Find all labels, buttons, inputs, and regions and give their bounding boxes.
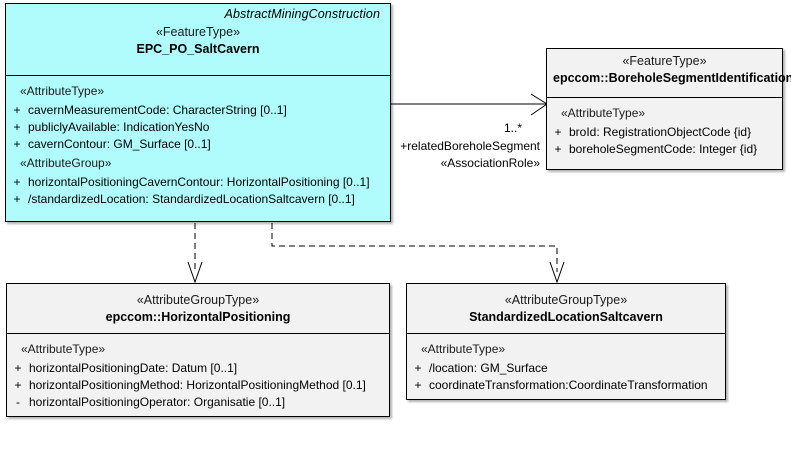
attributes-compartment-borehole-segment-identification: «AttributeType» + broId: RegistrationObj… [547, 98, 782, 164]
attribute-signature: horizontalPositioningCavernContour: Hori… [28, 175, 370, 189]
attribute-visibility: + [414, 361, 422, 375]
class-stereotype-label: «AttributeGroupType» [136, 293, 260, 307]
class-box-standardized-location-saltcavern[interactable]: «AttributeGroupType» StandardizedLocatio… [406, 283, 726, 400]
attribute-signature: /location: GM_Surface [429, 361, 548, 375]
association-multiplicity-borehole: 1..* [504, 121, 523, 135]
attribute-row: + boreholeSegmentCode: Integer {id} [547, 141, 782, 158]
attribute-signature: horizontalPositioningOperator: Organisat… [29, 395, 286, 409]
attribute-visibility: + [14, 378, 22, 392]
class-name-label: epccom::BoreholeSegmentIdentification [553, 71, 791, 85]
attribute-signature: coordinateTransformation:CoordinateTrans… [429, 378, 708, 392]
dependency-line-standardized-location [271, 223, 558, 272]
attribute-signature: horizontalPositioningMethod: HorizontalP… [29, 378, 366, 392]
association-role-label: +relatedBoreholeSegment [400, 139, 540, 153]
class-header-standardized-location-saltcavern: «AttributeGroupType» StandardizedLocatio… [407, 284, 725, 334]
attribute-group-stereotype: «AttributeType» [20, 84, 105, 98]
attributes-compartment-standardized-location-saltcavern: «AttributeType» + /location: GM_Surface … [407, 334, 725, 400]
class-stereotype-label: «FeatureType» [155, 25, 241, 39]
attribute-row: + /location: GM_Surface [407, 360, 725, 377]
attribute-signature: broId: RegistrationObjectCode {id} [569, 125, 752, 139]
attribute-signature: cavernMeasurementCode: CharacterString [… [28, 103, 287, 117]
class-header-horizontal-positioning: «AttributeGroupType» epccom::HorizontalP… [7, 284, 389, 334]
attribute-visibility: + [13, 103, 21, 117]
attribute-group-stereotype: «AttributeGroup» [20, 156, 112, 170]
dependency-arrowhead-standardized-location [549, 261, 565, 284]
class-box-horizontal-positioning[interactable]: «AttributeGroupType» epccom::HorizontalP… [6, 283, 390, 417]
attribute-row: + cavernContour: GM_Surface [0..1] [6, 136, 390, 153]
attribute-row: + /standardizedLocation: StandardizedLoc… [6, 191, 390, 208]
attribute-row: + publiclyAvailable: IndicationYesNo [6, 119, 390, 136]
attribute-row: + broId: RegistrationObjectCode {id} [547, 124, 782, 141]
attribute-group-stereotype: «AttributeType» [421, 342, 506, 356]
class-box-epc-po-saltcavern[interactable]: AbstractMiningConstruction «FeatureType»… [5, 3, 391, 222]
attribute-row: + horizontalPositioningMethod: Horizonta… [7, 377, 389, 394]
attribute-signature: /standardizedLocation: StandardizedLocat… [28, 192, 355, 206]
attribute-row: + horizontalPositioningDate: Datum [0..1… [7, 360, 389, 377]
class-header-borehole-segment-identification: «FeatureType» epccom::BoreholeSegmentIde… [547, 49, 791, 98]
dependency-arrowhead-horizontal-positioning [187, 261, 203, 284]
attribute-row: + cavernMeasurementCode: CharacterString… [6, 102, 390, 119]
attribute-visibility: + [13, 137, 21, 151]
attribute-row: + horizontalPositioningCavernContour: Ho… [6, 174, 390, 191]
attribute-visibility: + [554, 125, 562, 139]
attribute-row: - horizontalPositioningOperator: Organis… [7, 394, 389, 411]
class-stereotype-label: «FeatureType» [622, 54, 707, 68]
attribute-signature: cavernContour: GM_Surface [0..1] [28, 137, 211, 151]
attribute-visibility: + [13, 192, 21, 206]
association-arrowhead-borehole [530, 93, 548, 116]
attribute-visibility: + [14, 361, 22, 375]
attribute-group-stereotype: «AttributeType» [561, 106, 646, 120]
association-stereotype-label: «AssociationRole» [440, 156, 540, 170]
class-header-epc-po-saltcavern: AbstractMiningConstruction «FeatureType»… [6, 4, 390, 76]
attribute-visibility: - [16, 395, 20, 409]
class-box-borehole-segment-identification[interactable]: «FeatureType» epccom::BoreholeSegmentIde… [546, 48, 791, 170]
attributes-compartment-epc-po-saltcavern: «AttributeType» + cavernMeasurementCode:… [6, 76, 390, 214]
attribute-signature: boreholeSegmentCode: Integer {id} [569, 142, 758, 156]
attribute-visibility: + [414, 378, 422, 392]
attribute-visibility: + [13, 120, 21, 134]
class-name-label: StandardizedLocationSaltcavern [469, 310, 663, 324]
class-namespace-label: AbstractMiningConstruction [224, 7, 380, 21]
attribute-row: + coordinateTransformation:CoordinateTra… [407, 377, 725, 394]
attribute-signature: horizontalPositioningDate: Datum [0..1] [29, 361, 238, 375]
class-stereotype-label: «AttributeGroupType» [504, 293, 628, 307]
attribute-visibility: + [13, 175, 21, 189]
class-name-label: epccom::HorizontalPositioning [105, 310, 291, 324]
attribute-visibility: + [554, 142, 562, 156]
class-name-label: EPC_PO_SaltCavern [136, 42, 260, 56]
attributes-compartment-horizontal-positioning: «AttributeType» + horizontalPositioningD… [7, 334, 389, 417]
attribute-signature: publiclyAvailable: IndicationYesNo [28, 120, 210, 134]
attribute-group-stereotype: «AttributeType» [21, 342, 106, 356]
